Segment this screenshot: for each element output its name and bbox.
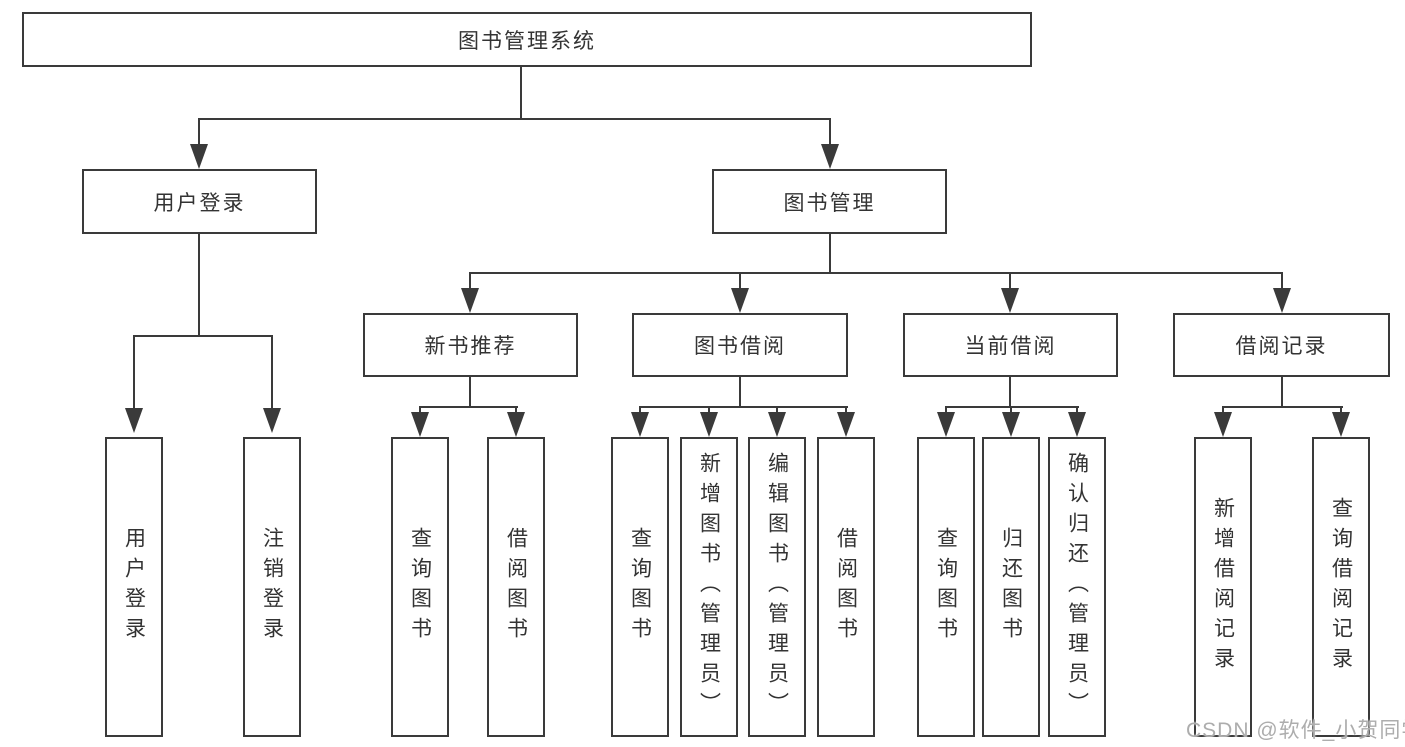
arrowhead-icon bbox=[1002, 412, 1020, 437]
connector-line bbox=[945, 406, 947, 414]
node-book-management: 图书管理 bbox=[712, 169, 947, 234]
node-user-login: 用户登录 bbox=[82, 169, 317, 234]
connector-line bbox=[1010, 406, 1012, 414]
node-query-books: 查询图书 bbox=[917, 437, 975, 737]
arrowhead-icon bbox=[411, 412, 429, 437]
connector-line bbox=[133, 335, 135, 410]
connector-line bbox=[1340, 406, 1342, 414]
connector-line bbox=[945, 406, 1079, 408]
node-book-borrowing: 图书借阅 bbox=[632, 313, 848, 377]
node-query-borrow-record: 查询借阅记录 bbox=[1312, 437, 1370, 737]
connector-line bbox=[708, 406, 710, 414]
connector-line bbox=[469, 272, 1283, 274]
arrowhead-icon bbox=[190, 144, 208, 169]
connector-line bbox=[419, 406, 421, 414]
connector-line bbox=[1009, 377, 1011, 408]
connector-line bbox=[829, 234, 831, 274]
connector-line bbox=[198, 118, 831, 120]
node-borrowing-records: 借阅记录 bbox=[1173, 313, 1390, 377]
arrowhead-icon bbox=[461, 288, 479, 313]
arrowhead-icon bbox=[700, 412, 718, 437]
node-add-borrow-record: 新增借阅记录 bbox=[1194, 437, 1252, 737]
node-current-borrowing: 当前借阅 bbox=[903, 313, 1118, 377]
node-edit-book-admin: 编辑图书（管理员） bbox=[748, 437, 806, 737]
node-borrow-books: 借阅图书 bbox=[487, 437, 545, 737]
arrowhead-icon bbox=[821, 144, 839, 169]
connector-line bbox=[419, 406, 518, 408]
arrowhead-icon bbox=[507, 412, 525, 437]
connector-line bbox=[133, 335, 273, 337]
arrowhead-icon bbox=[263, 408, 281, 433]
arrowhead-icon bbox=[731, 288, 749, 313]
connector-line bbox=[1281, 377, 1283, 408]
connector-line bbox=[639, 406, 848, 408]
node-query-books: 查询图书 bbox=[611, 437, 669, 737]
connector-line bbox=[1281, 272, 1283, 290]
connector-line bbox=[739, 272, 741, 290]
node-user-login-leaf: 用户登录 bbox=[105, 437, 163, 737]
connector-line bbox=[515, 406, 517, 414]
connector-line bbox=[469, 377, 471, 408]
connector-line bbox=[829, 118, 831, 146]
arrowhead-icon bbox=[1068, 412, 1086, 437]
connector-line bbox=[271, 335, 273, 410]
arrowhead-icon bbox=[631, 412, 649, 437]
arrowhead-icon bbox=[1001, 288, 1019, 313]
node-borrow-books: 借阅图书 bbox=[817, 437, 875, 737]
connector-line bbox=[1222, 406, 1224, 414]
arrowhead-icon bbox=[937, 412, 955, 437]
arrowhead-icon bbox=[1332, 412, 1350, 437]
arrowhead-icon bbox=[768, 412, 786, 437]
connector-line bbox=[198, 118, 200, 146]
connector-line bbox=[1076, 406, 1078, 414]
node-return-book: 归还图书 bbox=[982, 437, 1040, 737]
arrowhead-icon bbox=[1214, 412, 1232, 437]
node-query-books: 查询图书 bbox=[391, 437, 449, 737]
watermark: CSDN @软件_小贺同学 bbox=[1186, 719, 1405, 742]
arrowhead-icon bbox=[1273, 288, 1291, 313]
connector-line bbox=[739, 377, 741, 408]
node-add-book-admin: 新增图书（管理员） bbox=[680, 437, 738, 737]
connector-line bbox=[469, 272, 471, 290]
arrowhead-icon bbox=[837, 412, 855, 437]
node-new-book-recommend: 新书推荐 bbox=[363, 313, 578, 377]
connector-line bbox=[639, 406, 641, 414]
arrowhead-icon bbox=[125, 408, 143, 433]
connector-line bbox=[776, 406, 778, 414]
connector-line bbox=[1009, 272, 1011, 290]
node-logout-leaf: 注销登录 bbox=[243, 437, 301, 737]
connector-line bbox=[198, 234, 200, 337]
connector-line bbox=[845, 406, 847, 414]
connector-line bbox=[520, 67, 522, 120]
node-confirm-return-admin: 确认归还（管理员） bbox=[1048, 437, 1106, 737]
node-library-management-system: 图书管理系统 bbox=[22, 12, 1032, 67]
connector-line bbox=[1222, 406, 1343, 408]
